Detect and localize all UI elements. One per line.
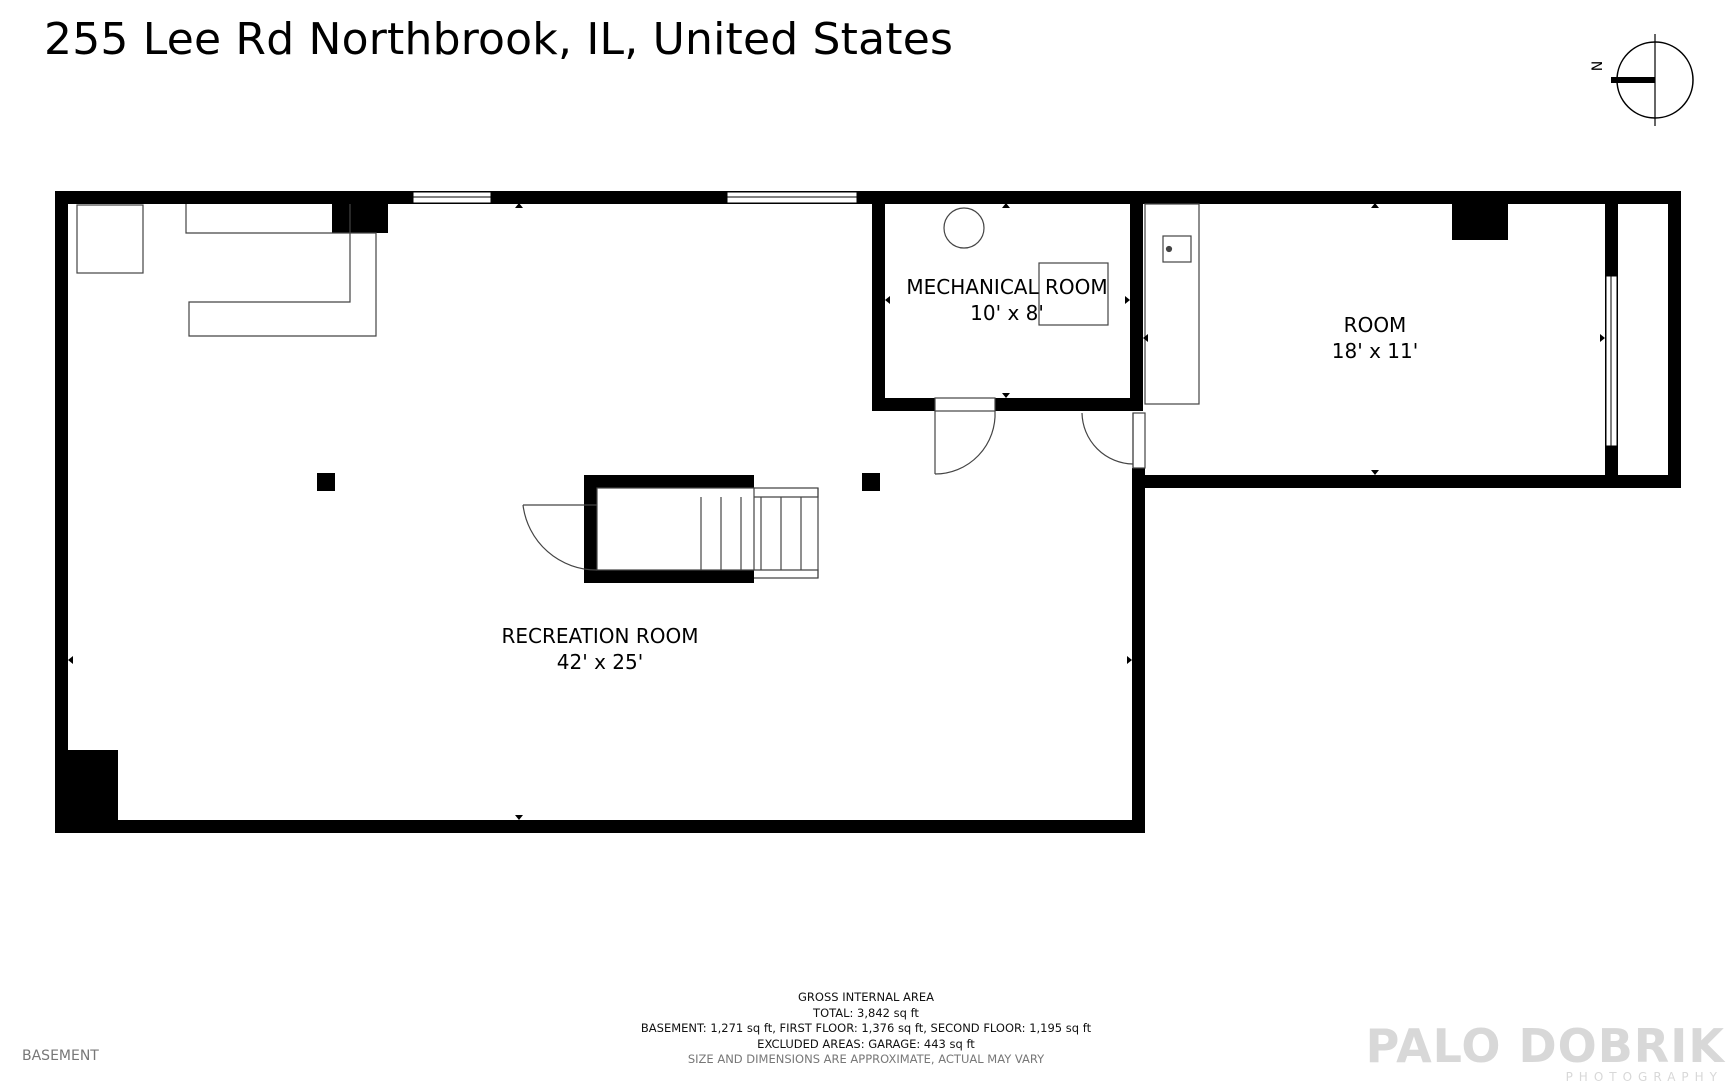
windows <box>412 191 1618 447</box>
room-dimensions: 42' x 25' <box>556 650 644 674</box>
room-dimensions: 18' x 11' <box>1331 339 1419 363</box>
room-label-room: ROOM 18' x 11' <box>1332 312 1418 364</box>
area-disclaimer: SIZE AND DIMENSIONS ARE APPROXIMATE, ACT… <box>687 1052 1045 1066</box>
compass-north-label: N <box>1590 61 1606 71</box>
room-label-mechanical: MECHANICAL ROOM 10' x 8' <box>906 274 1107 326</box>
brand-logo: PALO DOBRIK PHOTOGRAPHY <box>1366 1022 1725 1084</box>
compass-icon: N <box>1590 34 1694 126</box>
dimension-markers <box>68 203 1605 820</box>
floor-name: BASEMENT <box>22 1048 99 1064</box>
room-label-recreation: RECREATION ROOM 42' x 25' <box>502 623 699 675</box>
area-excluded: EXCLUDED AREAS: GARAGE: 443 sq ft <box>757 1036 975 1051</box>
room-dimensions: 10' x 8' <box>970 301 1044 325</box>
room-name: ROOM <box>1343 313 1407 337</box>
fixtures <box>76 203 1200 579</box>
page-title: 255 Lee Rd Northbrook, IL, United States <box>44 14 954 65</box>
brand-name: PALO DOBRIK <box>1365 1019 1725 1073</box>
area-heading: GROSS INTERNAL AREA <box>797 990 935 1004</box>
room-name: MECHANICAL ROOM <box>906 275 1108 299</box>
area-floors: BASEMENT: 1,271 sq ft, FIRST FLOOR: 1,37… <box>640 1021 1092 1035</box>
area-total: TOTAL: 3,842 sq ft <box>813 1005 919 1020</box>
room-name: RECREATION ROOM <box>501 624 699 648</box>
area-summary: GROSS INTERNAL AREA TOTAL: 3,842 sq ft B… <box>641 990 1091 1068</box>
walls <box>55 191 1681 833</box>
